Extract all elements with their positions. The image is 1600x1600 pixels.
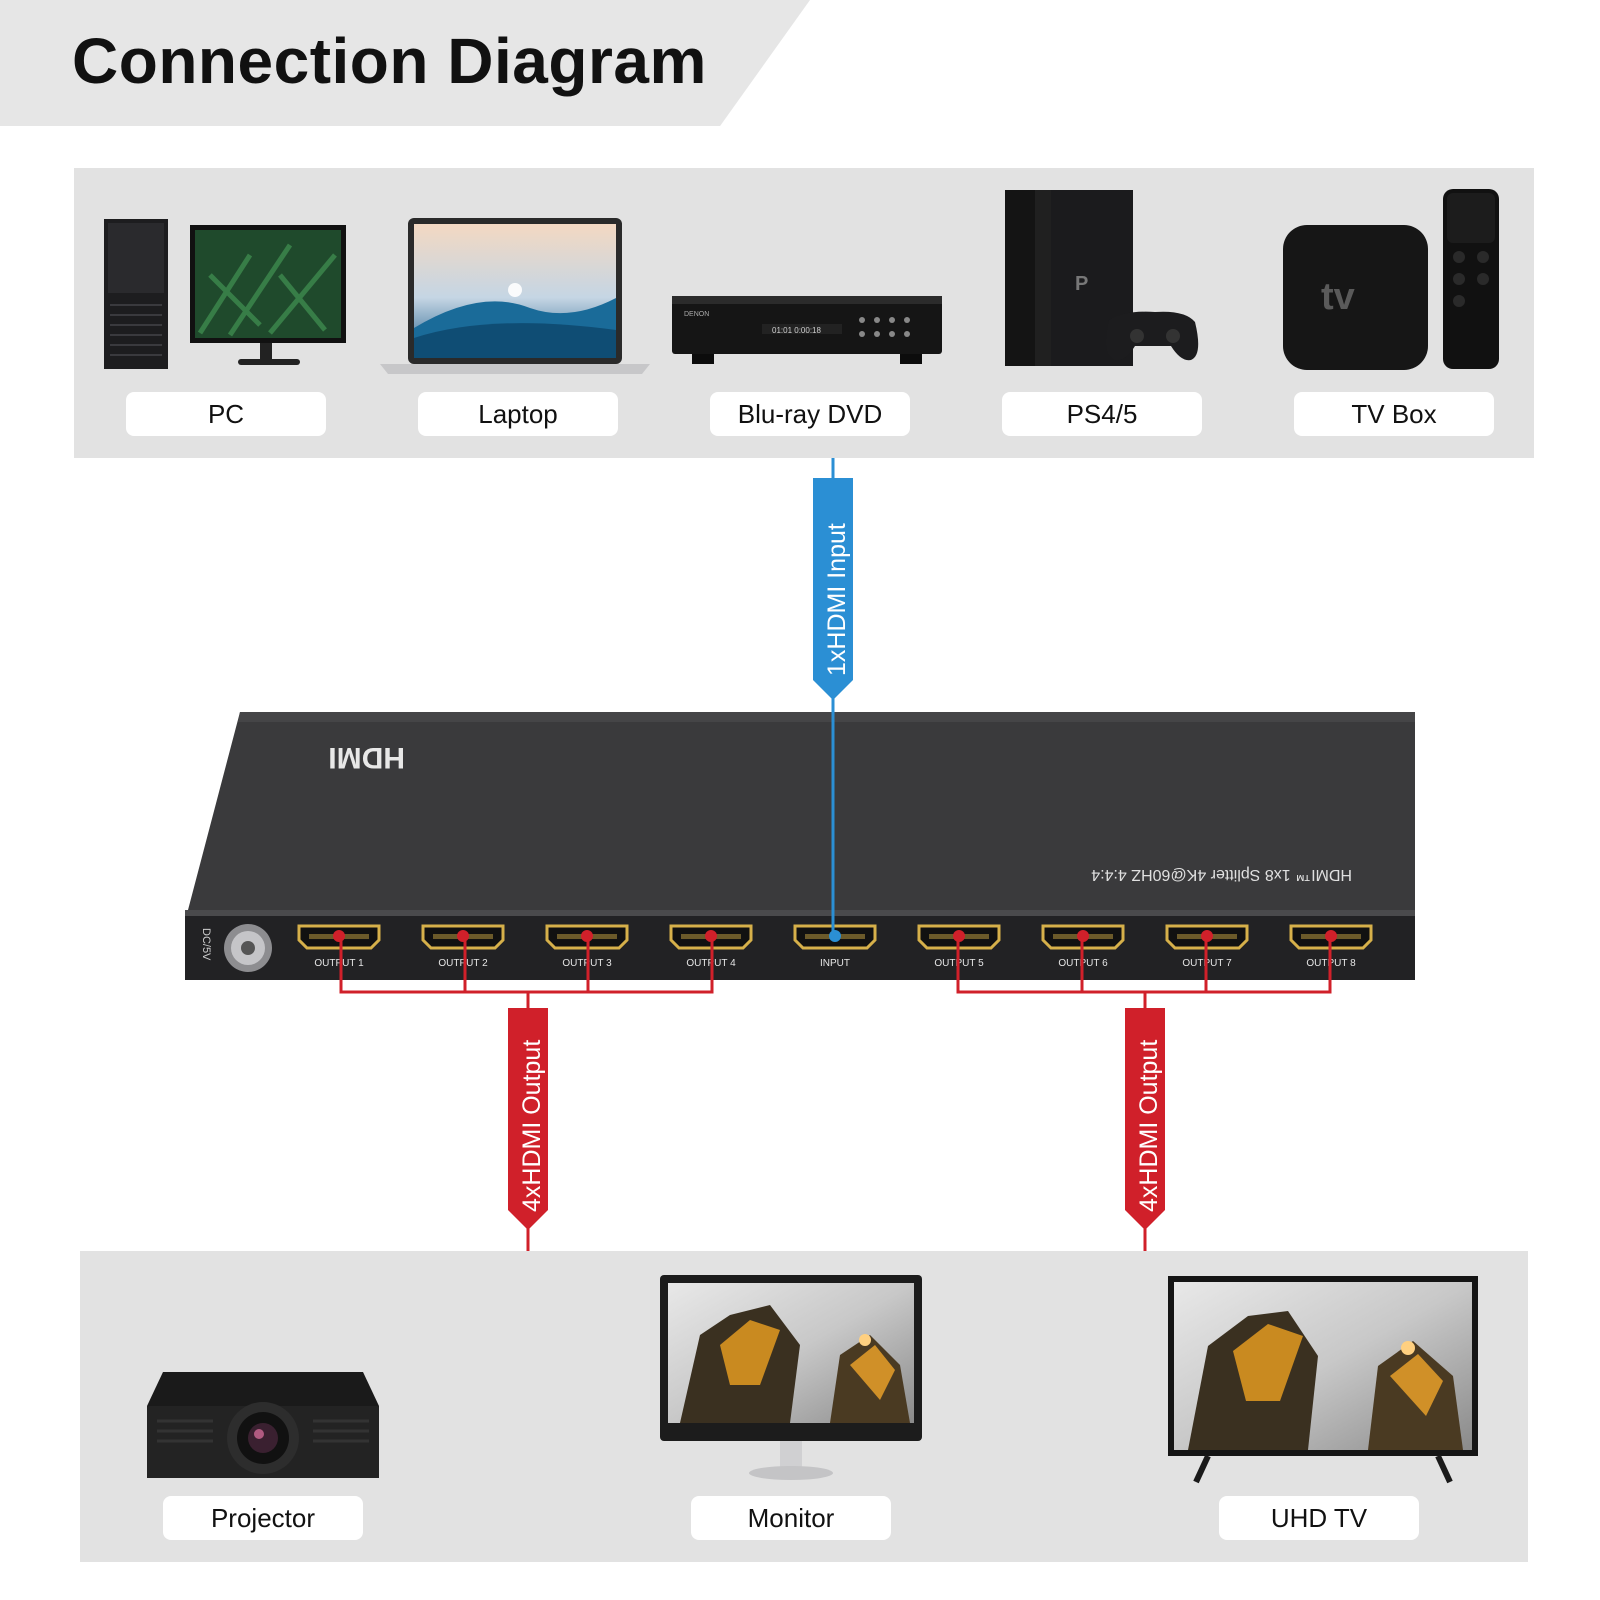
output-port-dot <box>953 930 965 942</box>
output-bus-right <box>956 937 1332 994</box>
display-label-monitor: Monitor <box>691 1496 891 1540</box>
output-bus-left <box>339 937 714 994</box>
uhd-tv-icon <box>1168 1276 1478 1484</box>
laptop-icon <box>380 218 650 374</box>
projector-icon <box>147 1372 379 1478</box>
input-link-label: 1xHDMI Input <box>823 523 851 676</box>
splitter-model-text: HDMI™ 1x8 Splitter 4K@60HZ 4:4:4 <box>1091 866 1352 883</box>
monitor-icon <box>660 1275 922 1480</box>
port-label: OUTPUT 2 <box>438 958 488 969</box>
input-port-dot <box>829 930 841 942</box>
tv-box-icon: tv <box>1283 189 1499 370</box>
source-label-ps: PS4/5 <box>1002 392 1202 436</box>
display-label-uhdtv: UHD TV <box>1219 1496 1419 1540</box>
input-tag: 1xHDMI Input <box>813 478 853 700</box>
source-label-tvbox: TV Box <box>1294 392 1494 436</box>
output-port-dot <box>1201 930 1213 942</box>
power-label: DC/5V <box>200 928 212 961</box>
output-tag-left: 4xHDMI Output <box>508 1008 548 1230</box>
title-band <box>0 0 810 126</box>
hdmi-logo: HDMI <box>328 741 405 774</box>
port-label: INPUT <box>820 958 850 969</box>
svg-text:P: P <box>1075 273 1088 295</box>
output-port-dot <box>1077 930 1089 942</box>
source-label-bluray: Blu-ray DVD <box>710 392 910 436</box>
output-link-label-left: 4xHDMI Output <box>518 1040 546 1212</box>
svg-text:01:01 0:00:18: 01:01 0:00:18 <box>772 326 821 335</box>
output-port-dot <box>457 930 469 942</box>
output-tag-right: 4xHDMI Output <box>1125 1008 1165 1230</box>
page-title: Connection Diagram <box>72 25 707 97</box>
port-label: OUTPUT 1 <box>314 958 364 969</box>
svg-text:tv: tv <box>1321 276 1355 318</box>
output-port-dot <box>705 930 717 942</box>
source-label-laptop: Laptop <box>418 392 618 436</box>
output-port-dot <box>1325 930 1337 942</box>
display-label-projector: Projector <box>163 1496 363 1540</box>
power-jack <box>224 924 272 972</box>
pc-icon <box>104 219 346 369</box>
bluray-player-icon: 01:01 0:00:18 DENON <box>672 296 942 364</box>
output-port-dot <box>333 930 345 942</box>
output-port-dot <box>581 930 593 942</box>
svg-text:DENON: DENON <box>684 311 709 318</box>
output-link-label-right: 4xHDMI Output <box>1135 1040 1163 1212</box>
game-console-icon: P <box>1005 190 1199 366</box>
source-label-pc: PC <box>126 392 326 436</box>
